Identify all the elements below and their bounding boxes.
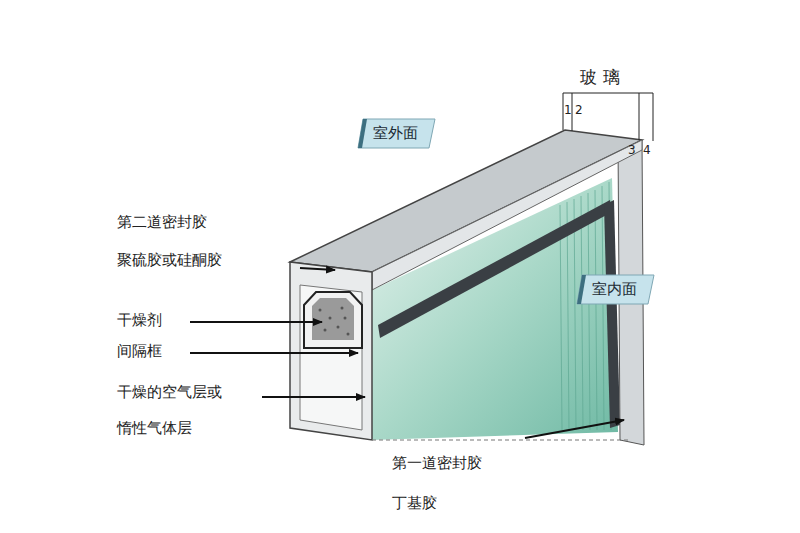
- part-label: 第二道密封胶 聚硫胶或硅酮胶: [117, 203, 237, 279]
- part-label: 干燥剂: [117, 311, 162, 330]
- tag-outline: [358, 119, 435, 148]
- callout-number: 2: [575, 103, 583, 117]
- tag-text: 室外面: [373, 124, 418, 143]
- callout-number: 3: [628, 143, 636, 157]
- surface-tag: 室内面: [576, 274, 655, 305]
- part-label: 间隔框: [117, 342, 162, 361]
- tag-edge: [577, 275, 586, 304]
- part-label: 第一道密封胶 丁基胶: [392, 443, 502, 523]
- surface-tag: 室外面: [357, 118, 436, 149]
- tag-outline: [577, 275, 654, 304]
- part-label: 玻璃: [580, 66, 640, 89]
- part-label: 干燥的空气层或 惰性气体层: [117, 374, 237, 446]
- callout-number: 1: [564, 103, 572, 117]
- tag-edge: [358, 119, 367, 148]
- callout-number: 4: [643, 143, 651, 157]
- tag-text: 室内面: [592, 280, 637, 299]
